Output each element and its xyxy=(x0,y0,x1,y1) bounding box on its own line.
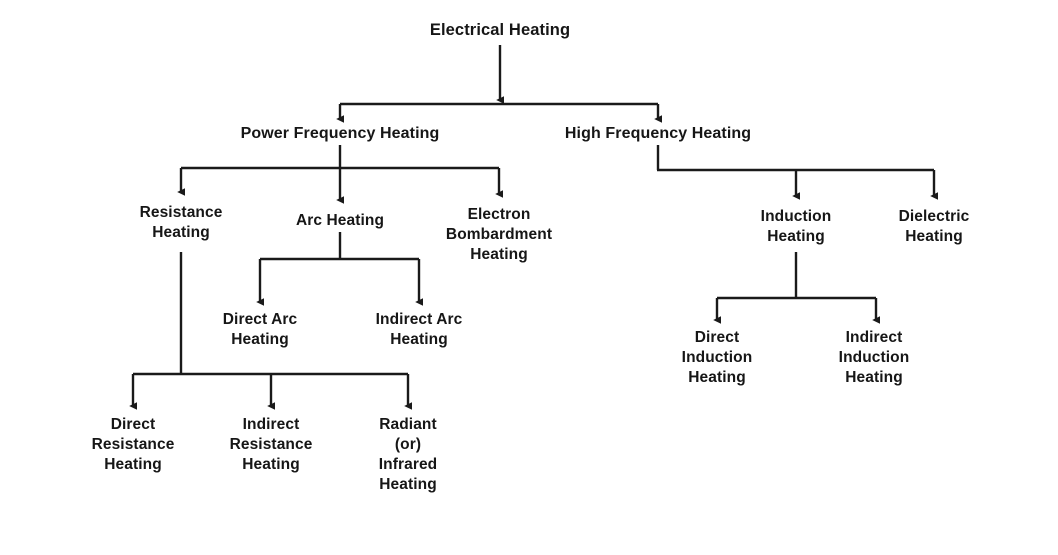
node-arc-heating: Arc Heating xyxy=(295,212,385,229)
node-direct-induction-heating: Direct Induction Heating xyxy=(681,329,753,387)
node-direct-resistance-heating: Direct Resistance Heating xyxy=(91,416,175,474)
node-dielectric-heating: Dielectric Heating xyxy=(898,208,970,246)
node-high-frequency-heating: High Frequency Heating xyxy=(564,125,752,142)
node-power-frequency-heating: Power Frequency Heating xyxy=(240,125,440,142)
node-induction-heating: Induction Heating xyxy=(760,208,832,246)
node-electron-bombardment-heating: Electron Bombardment Heating xyxy=(445,206,553,264)
node-resistance-heating: Resistance Heating xyxy=(139,204,223,242)
node-electrical-heating: Electrical Heating xyxy=(429,21,571,39)
node-radiant-infrared-heating: Radiant (or) Infrared Heating xyxy=(378,416,438,494)
node-indirect-resistance-heating: Indirect Resistance Heating xyxy=(229,416,313,474)
node-direct-arc-heating: Direct Arc Heating xyxy=(222,311,298,349)
node-indirect-arc-heating: Indirect Arc Heating xyxy=(375,311,463,349)
node-indirect-induction-heating: Indirect Induction Heating xyxy=(838,329,910,387)
